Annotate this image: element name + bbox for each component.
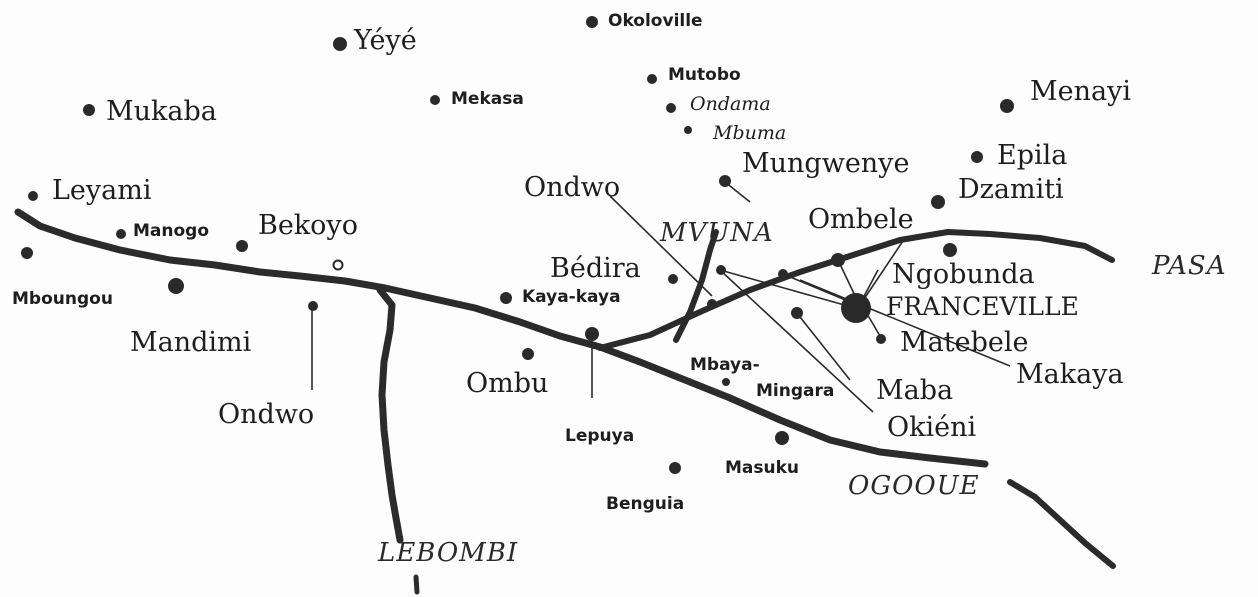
place-dot [931, 195, 945, 209]
place-dot [831, 253, 845, 267]
lebombi-river-lower [413, 574, 420, 595]
place-dot [971, 151, 983, 163]
leader-line [719, 269, 874, 413]
leader-line [609, 195, 713, 297]
leader-line [795, 311, 851, 381]
leader-line [861, 269, 879, 301]
place-dot [647, 74, 657, 84]
place-dot [28, 191, 38, 201]
place-dot [1000, 99, 1014, 113]
place-label-masuku: Masuku [725, 458, 800, 478]
place-dot [586, 16, 598, 28]
place-label-mandimi: Mandimi [130, 327, 252, 358]
leader-line [861, 237, 906, 303]
place-label-ondama: Ondama [690, 93, 771, 115]
river-label-pasa: PASA [1152, 251, 1227, 281]
place-dot [778, 269, 788, 279]
place-dot [716, 265, 726, 275]
place-label-mbuma: Mbuma [713, 122, 787, 144]
place-label-ondwo-north: Ondwo [524, 172, 621, 203]
place-label-matebele: Matebele [900, 327, 1029, 358]
place-dot [308, 301, 318, 311]
place-dot [876, 334, 886, 344]
place-dot [719, 175, 731, 187]
bekoyo-open-dot [332, 259, 344, 271]
place-label-makaya: Makaya [1016, 359, 1124, 390]
place-dot [430, 95, 440, 105]
place-dot [722, 378, 730, 386]
place-label-ngobunda: Ngobunda [892, 259, 1035, 290]
main-river [14, 208, 989, 468]
place-label-ombu: Ombu [466, 368, 549, 399]
place-dot [666, 103, 676, 113]
place-label-benguia: Benguia [606, 494, 685, 514]
place-dot [522, 348, 534, 360]
franceville-dot [841, 293, 871, 323]
place-label-lepuya: Lepuya [565, 426, 635, 446]
place-label-epila: Epila [997, 140, 1068, 171]
place-label-leyami: Leyami [52, 175, 152, 206]
place-dot [668, 274, 678, 284]
place-dot [585, 327, 599, 341]
place-label-kaya-kaya: Kaya-kaya [522, 287, 621, 307]
ogooue-river [1007, 479, 1116, 569]
lebombi-river [376, 286, 404, 544]
river-label-ogooue: OGOOUE [848, 471, 980, 501]
place-label-mingara: Mingara [756, 381, 835, 401]
place-label-dzamiti: Dzamiti [958, 174, 1064, 205]
place-dot [116, 229, 126, 239]
place-label-okieni: Okiéni [887, 412, 977, 443]
place-label-menayi: Menayi [1030, 76, 1131, 107]
leader-line [719, 269, 856, 309]
mvuna-river [673, 229, 719, 343]
place-label-bekoyo: Bekoyo [258, 210, 358, 241]
place-dot [943, 243, 957, 257]
place-dot [333, 37, 347, 51]
place-label-mboungou: Mboungou [12, 289, 113, 309]
place-label-maba: Maba [876, 375, 954, 406]
place-label-mbaya: Mbaya- [690, 355, 760, 375]
leader-line [799, 279, 1011, 367]
place-label-yeye: Yéyé [354, 25, 417, 56]
place-label-franceville: FRANCEVILLE [886, 292, 1079, 321]
place-label-mekasa: Mekasa [451, 89, 524, 109]
place-dot [684, 126, 692, 134]
place-dot [21, 247, 33, 259]
place-label-ombele: Ombele [808, 204, 914, 235]
place-label-mungwenye: Mungwenye [742, 148, 910, 179]
place-dot [669, 462, 681, 474]
place-dot [500, 292, 512, 304]
place-label-mukaba: Mukaba [106, 96, 217, 127]
place-dot [83, 104, 95, 116]
place-label-mutobo: Mutobo [668, 65, 741, 85]
place-dot [791, 307, 803, 319]
place-label-manogo: Manogo [133, 221, 210, 241]
river-label-lebombi: LEBOMBI [378, 538, 519, 568]
place-dot [707, 299, 717, 309]
place-dot [775, 431, 789, 445]
place-label-okoloville: Okoloville [608, 11, 703, 31]
place-label-bedira: Bédira [550, 253, 641, 284]
leader-line [724, 181, 751, 203]
leader-line [782, 273, 856, 305]
river-label-mvuna: MVUNA [660, 218, 774, 248]
place-dot [168, 278, 184, 294]
place-label-ondwo-south: Ondwo [218, 399, 315, 430]
place-dot [236, 240, 248, 252]
pasa-river [597, 229, 1115, 351]
